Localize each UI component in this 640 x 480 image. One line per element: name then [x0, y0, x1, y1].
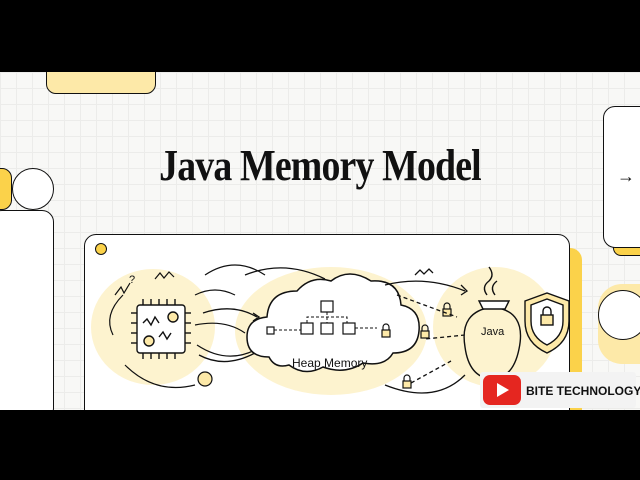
yellow-tab-decoration [46, 72, 156, 94]
yellow-side-decoration [0, 168, 12, 210]
padlock-icon [381, 302, 452, 389]
left-circle-decoration [12, 168, 54, 210]
heap-memory-label: Heap Memory [292, 356, 367, 370]
next-card[interactable] [603, 106, 640, 248]
card-dot-icon [95, 243, 107, 255]
left-card-decoration [0, 210, 54, 410]
right-circle-decoration [598, 290, 640, 340]
java-label: Java [481, 326, 505, 338]
shield-icon [524, 292, 569, 354]
youtube-icon [483, 375, 521, 405]
channel-badge[interactable]: BITE TECHNOLOGY [480, 372, 640, 408]
memory-diagram: ? [91, 264, 569, 395]
arrow-right-icon[interactable]: → [617, 166, 635, 186]
slide-title: Java Memory Model [159, 141, 482, 190]
svg-text:?: ? [129, 274, 135, 286]
cpu-chip-icon [131, 299, 191, 359]
slide-frame: → Java Memory Model [0, 72, 640, 410]
channel-name: BITE TECHNOLOGY [526, 384, 640, 398]
